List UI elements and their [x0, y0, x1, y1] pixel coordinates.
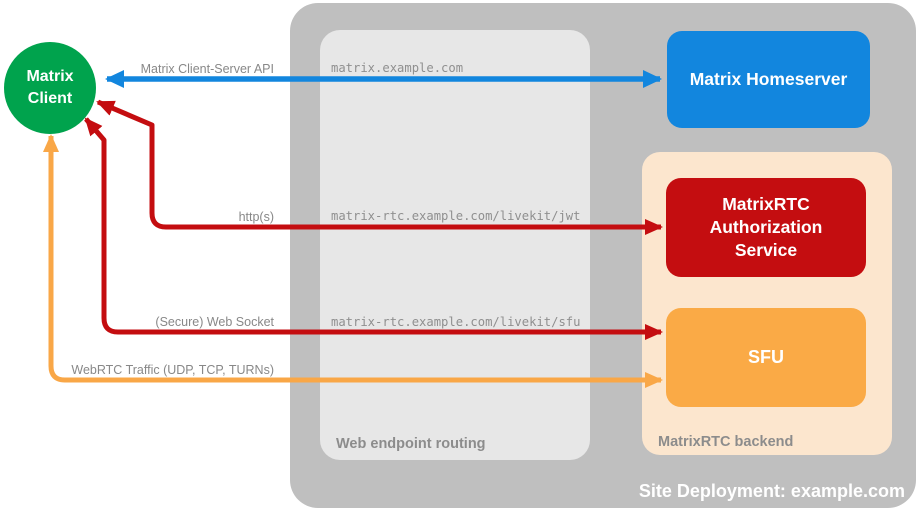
- web-endpoint-routing-box: [320, 30, 590, 460]
- connection-label-https: http(s): [238, 210, 274, 224]
- sfu-node: SFU: [666, 308, 866, 407]
- connection-label-webrtc-traffic: WebRTC Traffic (UDP, TCP, TURNs): [71, 363, 274, 377]
- matrix-client-label: Matrix Client: [26, 68, 74, 107]
- site-deployment-label: Site Deployment: example.com: [638, 481, 905, 501]
- endpoint-url-homeserver: matrix.example.com: [331, 61, 464, 75]
- matrixrtc-backend-label: MatrixRTC backend: [658, 434, 794, 450]
- endpoint-url-livekit-jwt: matrix-rtc.example.com/livekit/jwt: [331, 209, 581, 223]
- matrix-homeserver-label: Matrix Homeserver: [689, 69, 848, 89]
- endpoint-url-livekit-sfu: matrix-rtc.example.com/livekit/sfu: [331, 315, 581, 329]
- matrixrtc-authorization-service-node: MatrixRTC Authorization Service: [666, 178, 866, 277]
- sfu-label: SFU: [748, 347, 784, 367]
- connection-label-websocket: (Secure) Web Socket: [155, 315, 274, 329]
- matrixrtc-authorization-service-label: MatrixRTC Authorization Service: [709, 194, 823, 260]
- matrix-client-node: Matrix Client: [4, 42, 96, 134]
- matrix-homeserver-node: Matrix Homeserver: [667, 31, 870, 128]
- web-endpoint-routing-label: Web endpoint routing: [336, 436, 486, 452]
- connection-label-client-server-api: Matrix Client-Server API: [140, 62, 274, 76]
